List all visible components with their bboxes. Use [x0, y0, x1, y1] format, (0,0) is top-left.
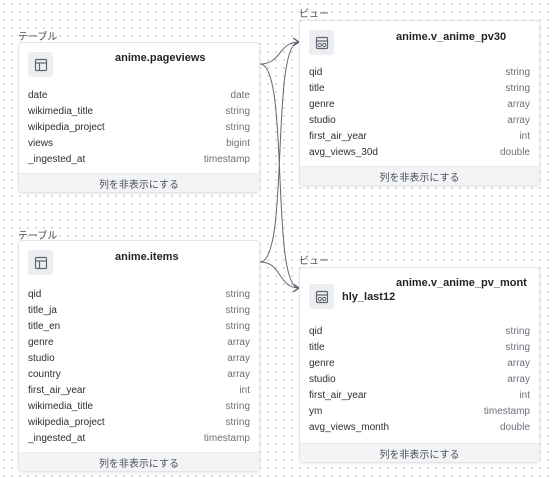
edge-pageviews-to-monthly — [259, 63, 299, 288]
node-kind-label: テーブル — [18, 231, 58, 242]
node-title: anime.pageviews — [115, 52, 206, 64]
edge-items-to-pv30 — [259, 42, 299, 263]
hide-columns-button[interactable]: 列を非表示にする — [19, 452, 259, 471]
view-icon — [309, 30, 334, 55]
node-title-line-2: hly_last12 — [342, 291, 396, 303]
hide-columns-button[interactable]: 列を非表示にする — [19, 173, 259, 192]
hide-columns-button[interactable]: 列を非表示にする — [300, 166, 539, 185]
node-title: anime.v_anime_pv30 — [396, 31, 507, 43]
node-title: anime.items — [115, 251, 179, 263]
table-icon — [28, 250, 53, 275]
node-title-line-1: anime.v_anime_pv_mont — [396, 277, 527, 289]
node-kind-label: テーブル — [18, 32, 58, 43]
node-kind-label: ビュー — [299, 256, 329, 267]
table-icon — [28, 52, 53, 77]
hide-columns-button[interactable]: 列を非表示にする — [300, 443, 539, 462]
edge-items-to-monthly — [259, 261, 299, 288]
view-icon — [309, 284, 334, 309]
node-kind-label: ビュー — [299, 9, 329, 20]
